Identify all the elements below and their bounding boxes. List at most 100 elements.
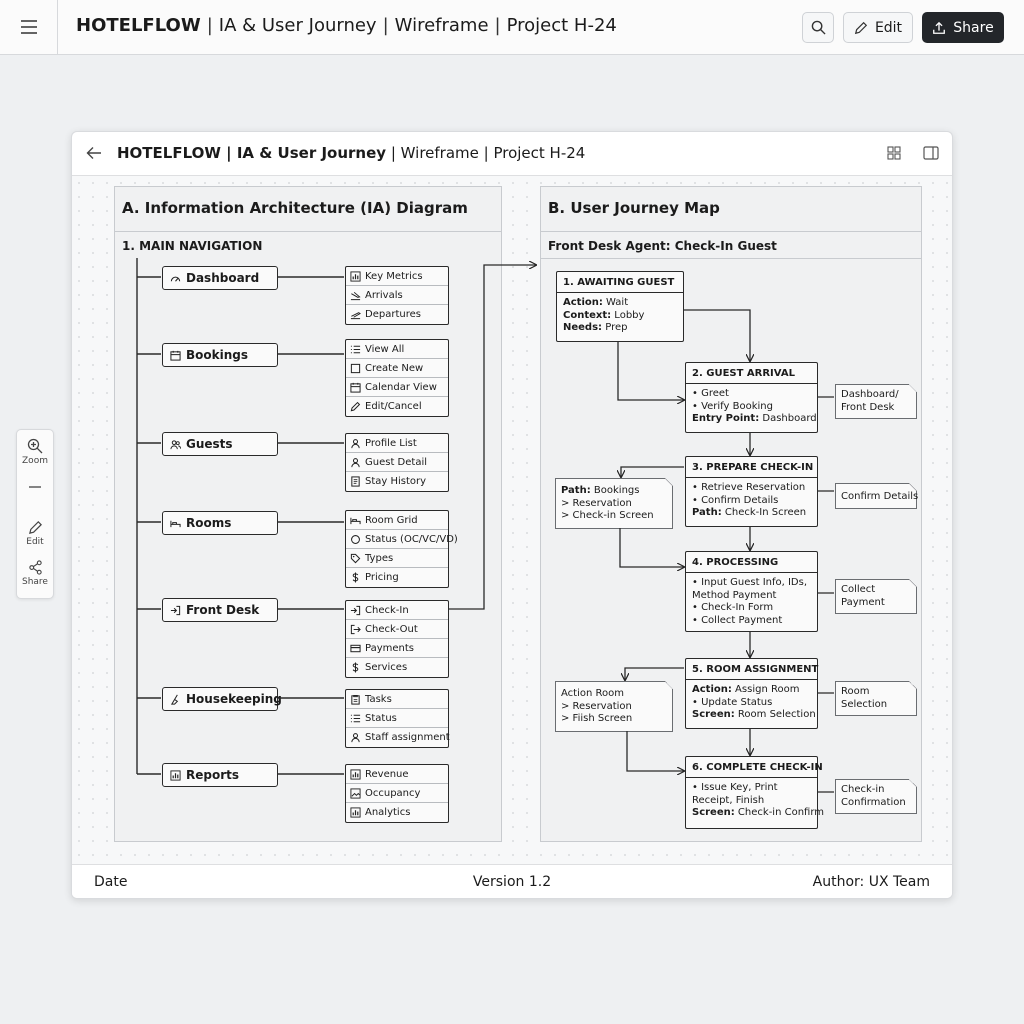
grid-view-icon[interactable] [887, 146, 901, 160]
note-key: Path: [561, 485, 591, 496]
minus-icon [29, 486, 41, 488]
sub-menu-item-label: Payments [365, 642, 414, 654]
user-icon [351, 733, 360, 743]
sub-menu-item[interactable]: Pricing [346, 568, 448, 587]
journey-step-line: Action: Assign Room [692, 684, 811, 697]
sub-menu-item[interactable]: Stay History [346, 472, 448, 491]
dollar-icon [352, 662, 359, 673]
sub-menu-item[interactable]: Occupancy [346, 784, 448, 803]
sub-menu-item[interactable]: Edit/Cancel [346, 397, 448, 416]
sub-menu-item-label: Profile List [365, 437, 417, 449]
gauge-icon [170, 276, 181, 282]
edit-button[interactable]: Edit [843, 12, 913, 43]
nav-item-front-desk[interactable]: Front Desk [162, 598, 278, 622]
sub-menu-item[interactable]: Profile List [346, 434, 448, 453]
line-value: Check-In Screen [721, 507, 807, 518]
line-value: • Confirm Details [692, 494, 779, 506]
journey-step-line: Screen: Check-in Confirm [692, 807, 824, 820]
line-value: Receipt, Finish [692, 794, 765, 806]
edit-tool[interactable]: Edit [17, 520, 53, 547]
line-value: • Check-In Form [692, 602, 774, 613]
sub-menu-item[interactable]: Check-Out [346, 620, 448, 639]
search-button[interactable] [802, 12, 834, 43]
plane-departure-icon [350, 312, 361, 320]
sidebar-toggle-icon[interactable] [923, 146, 939, 160]
share-button[interactable]: Share [922, 12, 1004, 43]
sub-menu-item[interactable]: Types [346, 549, 448, 568]
sub-menu-item[interactable]: Check-In [346, 601, 448, 620]
sub-menu-item[interactable]: Tasks [346, 690, 448, 709]
menu-button[interactable] [0, 0, 58, 54]
pencil-icon [350, 401, 361, 412]
search-icon [811, 20, 826, 35]
sub-menu-item[interactable]: View All [346, 340, 448, 359]
sub-menu-item[interactable]: Status [346, 709, 448, 728]
sub-menu-item[interactable]: Staff assignment [346, 728, 450, 747]
note-line: Collect [841, 584, 876, 595]
nav-item-dashboard[interactable]: Dashboard [162, 266, 278, 290]
sub-menu-item-label: Key Metrics [365, 270, 423, 282]
sub-menu-item[interactable]: Guest Detail [346, 453, 448, 472]
sub-menu-item[interactable]: Room Grid [346, 511, 448, 530]
sub-menu-item[interactable]: Calendar View [346, 378, 448, 397]
sub-menu-item[interactable]: Analytics [346, 803, 448, 822]
bar-chart-icon [350, 807, 361, 818]
journey-step-line: Action: Wait [563, 297, 677, 310]
divider [541, 258, 921, 259]
line-key: Action: [563, 297, 603, 308]
bed-icon [170, 520, 181, 527]
card-icon [350, 644, 361, 652]
note-line: Front Desk [841, 401, 895, 413]
pencil-icon [28, 521, 42, 534]
sub-menu-item[interactable]: Status (OC/VC/VD) [346, 530, 458, 549]
sub-menu-item[interactable]: Revenue [346, 765, 448, 784]
ia-panel: A. Information Architecture (IA) Diagram… [114, 186, 502, 842]
share-tool[interactable]: Share [17, 560, 53, 587]
nav-item-rooms[interactable]: Rooms [162, 511, 278, 535]
journey-step-line: • Retrieve Reservation [692, 482, 811, 495]
journey-step-line: Entry Point: Dashboard [692, 413, 817, 426]
sub-menu-item[interactable]: Payments [346, 639, 448, 658]
sub-menu-item[interactable]: Key Metrics [346, 267, 448, 286]
journey-panel-subtitle: Front Desk Agent: Check-In Guest [548, 239, 777, 253]
line-value: Check-in Confirm [734, 807, 825, 818]
nav-item-housekeeping[interactable]: Housekeeping [162, 687, 282, 711]
nav-item-label: Front Desk [186, 603, 260, 617]
note-line: > Check-in Screen [561, 510, 654, 521]
sub-menu-item[interactable]: Create New [346, 359, 448, 378]
sub-menu-item[interactable]: Departures [346, 305, 448, 324]
zoom-out-button[interactable] [17, 482, 53, 492]
sub-menu-item-label: Services [365, 662, 408, 673]
app-title-brand: HOTELFLOW [76, 15, 201, 36]
journey-step-line: • Input Guest Info, IDs, [692, 577, 811, 590]
nav-item-guests[interactable]: Guests [162, 432, 278, 456]
sub-menu-item[interactable]: Arrivals [346, 286, 448, 305]
edit-tool-label: Edit [26, 537, 44, 547]
note-line: Path: Bookings [561, 485, 667, 498]
journey-step-3[interactable]: 3. PREPARE CHECK-IN• Retrieve Reservatio… [685, 456, 818, 527]
journey-step-6[interactable]: 6. COMPLETE CHECK-IN• Issue Key, Print R… [685, 756, 824, 829]
dollar-icon [352, 572, 359, 583]
journey-step-line: Context: Lobby [563, 310, 677, 323]
sub-menu-item[interactable]: Services [346, 658, 448, 677]
sub-menu-item-label: Pricing [365, 572, 399, 583]
back-arrow-icon[interactable] [86, 146, 102, 160]
journey-step-title: 5. ROOM ASSIGNMENT [686, 659, 818, 680]
note-line: > Reservation [561, 700, 632, 712]
zoom-tool[interactable]: Zoom [17, 438, 53, 466]
journey-step-4[interactable]: 4. PROCESSING• Input Guest Info, IDs, Me… [685, 551, 818, 632]
sub-menu-item-label: Room Grid [365, 514, 418, 526]
zoom-label: Zoom [22, 456, 48, 466]
sub-menu-item-label: Revenue [365, 768, 409, 780]
pencil-icon [854, 21, 868, 34]
nav-item-bookings[interactable]: Bookings [162, 343, 278, 367]
nav-item-reports[interactable]: Reports [162, 763, 278, 787]
journey-step-line: • Confirm Details [692, 495, 811, 508]
line-value: • Greet [692, 388, 729, 399]
line-key: Needs: [563, 322, 603, 333]
